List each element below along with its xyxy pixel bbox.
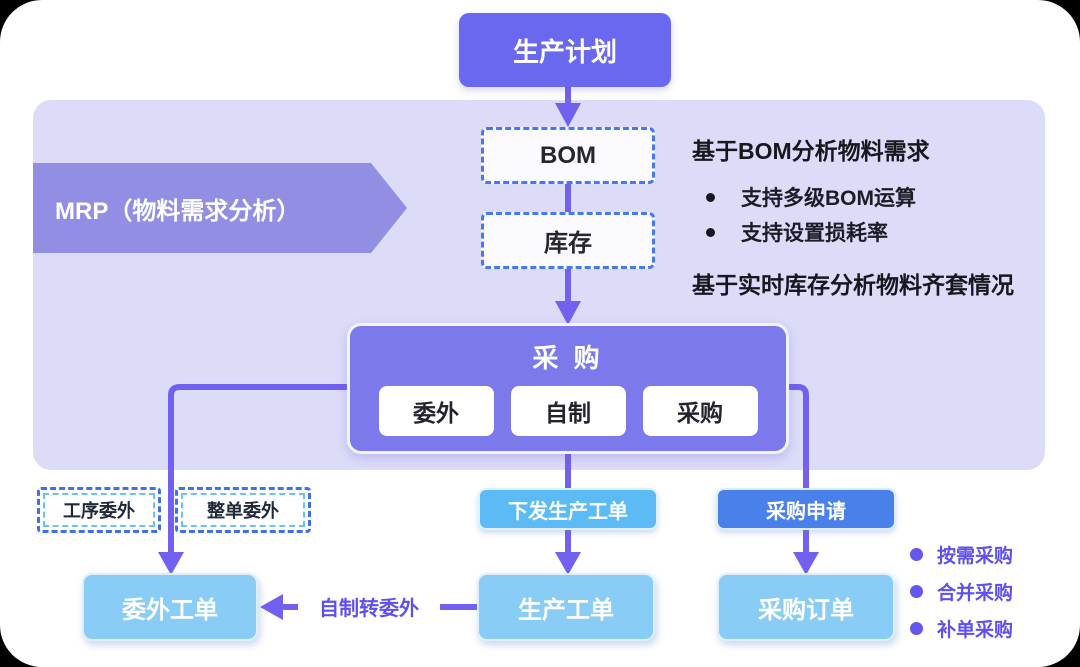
node-bom: BOM	[481, 127, 655, 184]
arrowhead-left-icon	[260, 594, 283, 620]
purchase-feature-label: 按需采购	[937, 546, 1014, 567]
purchase-feature-label: 合并采购	[937, 583, 1014, 604]
node-outsource-work-order: 委外工单	[82, 573, 258, 641]
purchase-option-buy: 采购	[642, 386, 758, 436]
purchase-option-outsource: 委外	[378, 386, 494, 436]
note-heading-inventory: 基于实时库存分析物料齐套情况	[692, 272, 1014, 298]
note-bullet-label: 支持多级BOM运算	[741, 187, 916, 210]
bullet-dot-icon	[706, 192, 715, 202]
mrp-banner: MRP（物料需求分析）	[33, 163, 407, 253]
note-bullet-label: 支持设置损耗率	[741, 222, 888, 245]
purchase-group-title: 采 购	[532, 343, 604, 373]
node-purchase-group: 采 购 委外 自制 采购	[347, 323, 789, 454]
bullet-dot-icon	[910, 585, 923, 598]
tag-process-outsource: 工序委外	[37, 487, 161, 533]
tag-whole-order-outsource: 整单委外	[175, 487, 311, 533]
purchase-feature-label: 补单采购	[937, 620, 1014, 641]
node-purchase-order: 采购订单	[717, 573, 895, 641]
purchase-options-row: 委外 自制 采购	[350, 386, 786, 436]
node-production-work-order: 生产工单	[477, 573, 655, 641]
purchase-feature-item: 合并采购	[910, 578, 1013, 605]
purchase-feature-item: 补单采购	[910, 615, 1013, 642]
purchase-feature-item: 按需采购	[910, 541, 1013, 568]
purchase-option-self-made: 自制	[510, 386, 626, 436]
arrowhead-down-icon	[793, 552, 819, 575]
node-inventory: 库存	[481, 212, 655, 269]
bullet-dot-icon	[706, 227, 715, 237]
arrowhead-down-icon	[555, 552, 581, 575]
node-issue-production-order: 下发生产工单	[478, 488, 658, 530]
node-purchase-request: 采购申请	[716, 488, 896, 530]
bullet-dot-icon	[910, 548, 923, 561]
transfer-arrow-label: 自制转委外	[298, 592, 440, 621]
node-production-plan: 生产计划	[459, 13, 671, 87]
bullet-dot-icon	[910, 622, 923, 635]
arrowhead-down-icon	[158, 552, 184, 575]
note-bullet-item: 支持设置损耗率	[706, 217, 888, 247]
note-bullet-item: 支持多级BOM运算	[706, 182, 916, 212]
note-heading-bom: 基于BOM分析物料需求	[692, 138, 930, 164]
